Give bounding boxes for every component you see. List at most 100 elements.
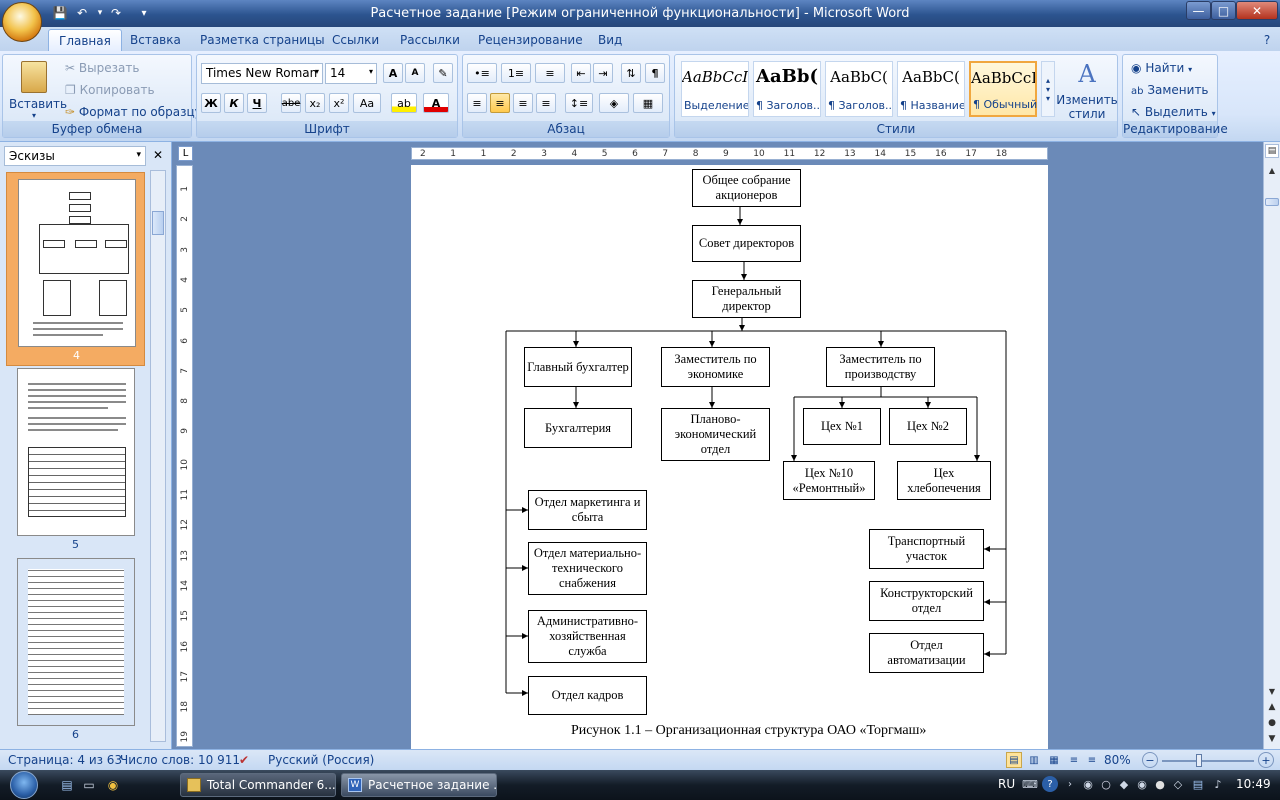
zoom-in-icon[interactable]: + — [1258, 752, 1274, 768]
print-layout-icon[interactable]: ▤ — [1006, 752, 1022, 768]
pane-scrollbar[interactable] — [150, 170, 166, 742]
tray-app-icon[interactable]: ◉ — [1137, 777, 1147, 791]
quicklaunch-icon[interactable]: ◉ — [107, 778, 119, 792]
select-button[interactable]: ↖ Выделить ▾ — [1131, 105, 1216, 119]
minimize-button[interactable]: — — [1186, 1, 1211, 20]
bullets-icon[interactable]: •≡ — [467, 63, 497, 83]
style-heading1[interactable]: AaBb(¶ Заголов... — [753, 61, 821, 117]
close-button[interactable]: ✕ — [1236, 1, 1278, 20]
customize-toolbar-icon[interactable]: ▾ — [141, 7, 147, 19]
undo-icon[interactable]: ↶ — [76, 6, 88, 20]
draft-icon[interactable]: ≡ — [1087, 754, 1097, 766]
bold-button[interactable]: Ж — [201, 93, 221, 113]
tray-app-icon[interactable]: ◉ — [1083, 777, 1093, 791]
replace-button[interactable]: ab Заменить — [1131, 83, 1209, 97]
tab-insert[interactable]: Вставка — [130, 33, 181, 47]
start-button[interactable] — [4, 770, 44, 800]
scroll-thumb[interactable] — [1265, 198, 1279, 206]
grow-font-button[interactable]: A — [383, 63, 403, 83]
tab-references[interactable]: Ссылки — [332, 33, 380, 47]
help-tray-icon[interactable]: ? — [1042, 776, 1058, 792]
font-name-combo[interactable]: Times New Roman▾ — [201, 63, 323, 84]
numbering-icon[interactable]: 1≡ — [501, 63, 531, 83]
line-spacing-icon[interactable]: ↕≡ — [565, 93, 593, 113]
superscript-button[interactable]: x² — [329, 93, 349, 113]
thumbnail-page-6[interactable]: 6 — [6, 552, 145, 746]
clear-formatting-icon[interactable]: ✎ — [433, 63, 453, 83]
help-icon[interactable]: ? — [1263, 33, 1271, 47]
outline-icon[interactable]: ≡ — [1069, 754, 1079, 766]
subscript-button[interactable]: x₂ — [305, 93, 325, 113]
zoom-level[interactable]: 80% — [1104, 753, 1131, 767]
switch-windows-icon[interactable]: ▭ — [83, 778, 95, 792]
tab-selector-icon[interactable]: L — [178, 146, 193, 161]
tray-app-icon[interactable]: ● — [1155, 777, 1165, 791]
thumbnail-page-5[interactable]: 5 — [6, 362, 145, 556]
status-words[interactable]: Число слов: 10 911 — [120, 753, 240, 767]
maximize-button[interactable]: □ — [1211, 1, 1236, 20]
document-page[interactable]: Общее собрание акционеров Совет директор… — [411, 165, 1048, 749]
save-icon[interactable]: 💾 — [52, 6, 68, 20]
ruler-toggle-icon[interactable]: ▤ — [1265, 144, 1279, 158]
shading-icon[interactable]: ◈ — [599, 93, 629, 113]
taskbar-total-commander[interactable]: Total Commander 6.... — [180, 773, 336, 797]
document-scrollbar[interactable]: ▤ ▲ ▼ ▲︎ ● ▼︎ — [1263, 142, 1280, 749]
align-right-icon[interactable]: ≡ — [513, 93, 533, 113]
show-desktop-icon[interactable]: ▤ — [61, 778, 73, 792]
tab-view[interactable]: Вид — [598, 33, 623, 47]
clock[interactable]: 10:49 — [1236, 777, 1271, 791]
zoom-slider-track[interactable] — [1162, 760, 1254, 762]
tray-app-icon[interactable]: ◆ — [1119, 777, 1129, 791]
decrease-indent-icon[interactable]: ⇤ — [571, 63, 591, 83]
web-layout-icon[interactable]: ▦ — [1049, 754, 1059, 766]
highlight-icon[interactable]: ab — [391, 93, 417, 113]
tab-page-layout[interactable]: Разметка страницы — [200, 33, 325, 47]
network-icon[interactable]: ▤ — [1192, 777, 1204, 791]
scroll-down-icon[interactable]: ▼ — [1268, 686, 1276, 696]
browse-object-icon[interactable]: ● — [1268, 718, 1276, 728]
show-formatting-button[interactable]: ¶ — [645, 63, 665, 83]
find-button[interactable]: ◉ Найти ▾ — [1131, 61, 1192, 75]
change-case-button[interactable]: Aa — [353, 93, 381, 113]
shrink-font-button[interactable]: A — [405, 63, 425, 83]
format-painter-button[interactable]: ✑ Формат по образцу — [65, 105, 202, 119]
font-color-icon[interactable]: A — [423, 93, 449, 113]
keyboard-icon[interactable]: ⌨ — [1022, 777, 1038, 791]
volume-icon[interactable]: ♪ — [1214, 777, 1222, 791]
tray-app-icon[interactable]: ○ — [1101, 777, 1111, 791]
pane-scroll-thumb[interactable] — [152, 211, 164, 235]
italic-button[interactable]: К — [224, 93, 244, 113]
previous-page-icon[interactable]: ▲︎ — [1268, 702, 1276, 712]
zoom-slider-thumb[interactable] — [1196, 754, 1202, 767]
status-language[interactable]: Русский (Россия) — [268, 753, 375, 767]
paste-button[interactable]: Вставить ▾ — [9, 59, 67, 120]
language-indicator[interactable]: RU — [998, 777, 1016, 791]
align-center-icon[interactable]: ≡ — [490, 93, 510, 113]
justify-icon[interactable]: ≡ — [536, 93, 556, 113]
multilevel-list-icon[interactable]: ≡ — [535, 63, 565, 83]
chevron-icon[interactable]: › — [1068, 778, 1072, 790]
zoom-out-icon[interactable]: − — [1142, 752, 1158, 768]
tray-app-icon[interactable]: ◇ — [1173, 777, 1183, 791]
increase-indent-icon[interactable]: ⇥ — [593, 63, 613, 83]
undo-dropdown-icon[interactable]: ▾ — [97, 8, 103, 18]
change-styles-button[interactable]: A Изменить стили — [1056, 59, 1118, 121]
tab-mailings[interactable]: Рассылки — [400, 33, 460, 47]
copy-button[interactable]: ❐ Копировать — [65, 83, 155, 97]
scroll-up-icon[interactable]: ▲ — [1268, 165, 1276, 175]
reading-layout-icon[interactable]: ▥ — [1029, 754, 1039, 766]
styles-scroll[interactable]: ▴▾▾ — [1041, 61, 1055, 117]
tab-review[interactable]: Рецензирование — [478, 33, 583, 47]
tab-home[interactable]: Главная — [48, 29, 122, 51]
underline-button[interactable]: Ч — [247, 93, 267, 113]
style-title[interactable]: AaBbC(¶ Название — [897, 61, 965, 117]
close-pane-icon[interactable]: ✕ — [152, 148, 164, 162]
cut-button[interactable]: ✂ Вырезать — [65, 61, 139, 75]
borders-icon[interactable]: ▦ — [633, 93, 663, 113]
office-button[interactable] — [2, 2, 42, 42]
next-page-icon[interactable]: ▼︎ — [1268, 734, 1276, 744]
style-normal[interactable]: AaBbCcI¶ Обычный — [969, 61, 1037, 117]
